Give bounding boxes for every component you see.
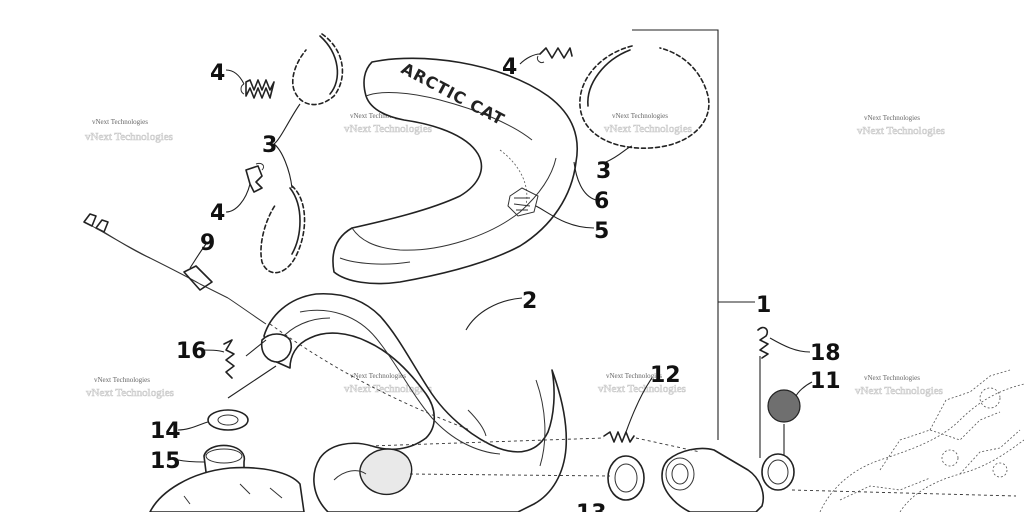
watermark-ghost-text: vNext Technologies [85,131,173,143]
callout-12: 12 [650,363,681,388]
watermark-ghost-text: vNext Technologies [604,123,692,135]
chain-clamp-bottom-left [260,185,306,274]
spring-18 [757,326,769,359]
watermark-group: vNext Technologies vNext Technologies vN… [85,112,946,399]
callout-3: 3 [596,159,611,184]
watermark-text: vNext Technologies [606,372,662,380]
watermark-5: vNext Technologies vNext Technologies [86,376,175,399]
watermark-ghost-text: vNext Technologies [855,385,943,397]
watermark-ghost-text: vNext Technologies [598,383,686,395]
spring-4b [245,163,265,193]
watermark-text: vNext Technologies [92,118,148,126]
chain-clamp-top-left [291,33,344,106]
watermark-text: vNext Technologies [864,114,920,122]
watermark-8: vNext Technologies vNext Technologies [855,374,944,397]
assembly-bracket [632,29,755,440]
shield-decal [507,187,539,217]
watermark-2: vNext Technologies vNext Technologies [344,112,433,135]
callout-16: 16 [176,339,207,364]
spring-12 [603,431,635,443]
callout-9: 9 [200,231,215,256]
callout-2: 2 [522,289,537,314]
callout-4: 4 [210,201,225,226]
spring-16 [223,339,235,379]
callout-15: 15 [150,449,181,474]
callout-3: 3 [262,133,277,158]
callout-4: 4 [502,55,517,80]
callout-4: 4 [210,61,225,86]
watermark-text: vNext Technologies [350,112,406,120]
watermark-ghost-text: vNext Technologies [857,125,945,137]
leader-lines [177,53,813,463]
watermark-6: vNext Technologies vNext Technologies [344,372,433,395]
callout-labels: 1 2 3 3 4 4 4 5 6 9 11 12 13 14 15 16 18 [150,55,841,512]
watermark-3: vNext Technologies vNext Technologies [604,112,693,135]
watermark-ghost-text: vNext Technologies [86,387,174,399]
watermark-1: vNext Technologies vNext Technologies [85,118,174,143]
callout-6: 6 [594,189,609,214]
heat-shield: ARCTIC CAT [332,57,578,285]
grommet-top [260,333,293,363]
exhaust-pipe [263,292,568,512]
callout-13: 13 [576,501,607,512]
muffler-body [149,466,305,512]
exhaust-flange [661,447,764,512]
spring-4c [537,47,573,63]
watermark-4: vNext Technologies vNext Technologies [857,114,946,137]
watermark-text: vNext Technologies [350,372,406,380]
watermark-ghost-text: vNext Technologies [344,383,432,395]
watermark-ghost-text: vNext Technologies [344,123,432,135]
gasket-ring-right [761,453,795,491]
watermark-text: vNext Technologies [612,112,668,120]
exhaust-coupler [607,455,645,501]
sensor-cable [83,213,267,325]
spring-4a [240,79,275,99]
washer-14 [207,409,249,431]
callout-18: 18 [810,341,841,366]
callout-14: 14 [150,419,181,444]
watermark-text: vNext Technologies [94,376,150,384]
plug-11 [767,389,801,423]
chain-clamp-right [579,45,710,149]
engine-ghost [819,369,1024,512]
watermark-7: vNext Technologies vNext Technologies [598,372,687,395]
callout-11: 11 [810,369,841,394]
callout-5: 5 [594,219,609,244]
watermark-text: vNext Technologies [864,374,920,382]
alignment-lines [269,323,1017,497]
callout-1: 1 [756,293,771,318]
